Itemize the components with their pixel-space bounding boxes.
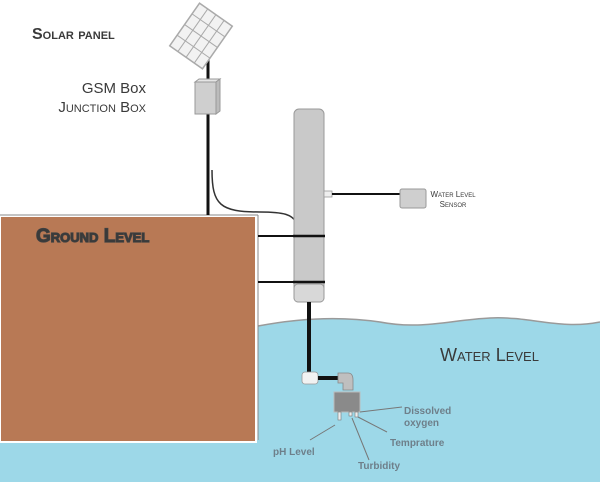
sensor-leader-lines <box>309 406 403 461</box>
water-surface-line <box>257 317 600 327</box>
water-level-label: Water Level <box>440 345 539 365</box>
dissolved-oxygen-label-line2: oxygen <box>404 418 439 429</box>
turbidity-label: Turbidity <box>358 461 400 472</box>
solar-panel-label: Solar panel <box>32 26 115 43</box>
probe-pipe <box>301 302 354 391</box>
gsm-box-label: GSM Box <box>82 80 147 97</box>
water-quality-sonde-icon <box>333 391 361 421</box>
water-level-sensor-label-line2: Sensor <box>440 200 467 209</box>
junction-box-label: Junction Box <box>58 99 146 116</box>
junction-cable <box>211 169 297 223</box>
monitoring-pillar <box>293 108 325 303</box>
solar-panel-icon <box>168 2 234 70</box>
ground-block <box>0 215 257 443</box>
dissolved-oxygen-label-line1: Dissolved <box>404 406 451 417</box>
ground-level-label: Ground Level <box>36 226 149 247</box>
ph-level-label: pH Level <box>273 447 315 458</box>
water-level-sensor-label-line1: Water Level <box>430 190 476 199</box>
water-level-sensor-icon <box>323 188 427 209</box>
gsm-junction-box-icon <box>193 78 222 115</box>
temperature-label: Temprature <box>390 438 445 449</box>
